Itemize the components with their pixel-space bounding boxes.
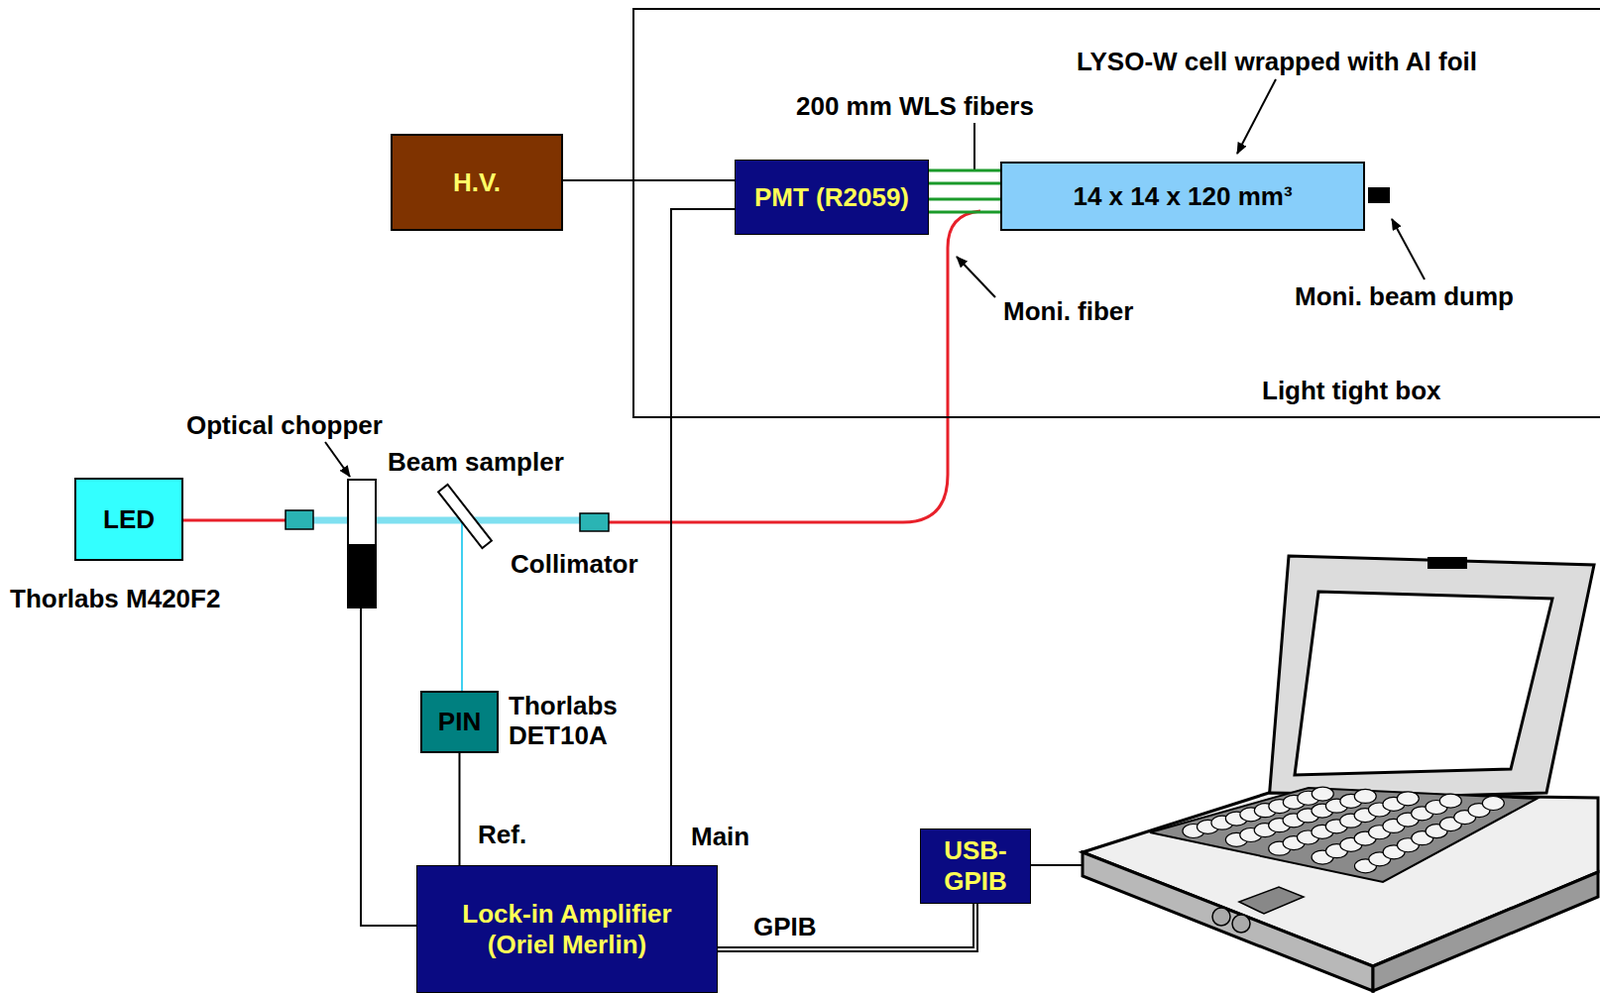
connector-stroke bbox=[717, 904, 976, 950]
part-label: 200 mm WLS fibers bbox=[796, 91, 1034, 121]
key bbox=[1439, 794, 1462, 808]
box-label: H.V. bbox=[453, 167, 501, 199]
leader-line bbox=[973, 122, 976, 170]
signal-wire bbox=[563, 180, 735, 182]
led-fiber bbox=[183, 519, 286, 523]
signal-label: Main bbox=[690, 821, 750, 852]
box-label: 14 x 14 x 120 mm³ bbox=[1072, 181, 1292, 213]
signal-label: GPIB bbox=[753, 912, 817, 942]
wls-fibers bbox=[928, 170, 1001, 213]
part-label: Thorlabs DET10A bbox=[508, 690, 648, 751]
led-source: LED bbox=[74, 477, 184, 562]
lock-in-amplifier: Lock-in Amplifier (Oriel Merlin) bbox=[416, 865, 718, 993]
optical-chopper bbox=[347, 479, 376, 608]
part-label: Beam sampler bbox=[387, 447, 565, 477]
key bbox=[1482, 797, 1504, 811]
part-label: Moni. beam dump bbox=[1294, 281, 1514, 312]
chopper-wire bbox=[360, 607, 417, 926]
box-label: USB-GPIB bbox=[934, 835, 1017, 898]
key bbox=[1354, 789, 1376, 803]
collimator bbox=[285, 510, 314, 530]
usb-gpib-adapter: USB-GPIB bbox=[919, 828, 1031, 905]
key bbox=[1311, 787, 1334, 801]
beam-sampler bbox=[438, 484, 492, 549]
connector-stroke bbox=[928, 170, 1001, 213]
part-label: Optical chopper bbox=[186, 410, 383, 441]
key bbox=[1396, 792, 1419, 806]
gpib-cable bbox=[717, 904, 976, 950]
leader-line bbox=[1237, 79, 1276, 154]
connector-stroke bbox=[717, 904, 976, 950]
part-label: Thorlabs M420F2 bbox=[9, 583, 221, 614]
part-label: LYSO-W cell wrapped with Al foil bbox=[1076, 46, 1478, 77]
chopper-blade bbox=[347, 544, 376, 608]
signal-wire bbox=[671, 209, 735, 866]
leader-line bbox=[1391, 219, 1425, 280]
box-label: Lock-in Amplifier (Oriel Merlin) bbox=[437, 899, 697, 961]
leader-line bbox=[956, 256, 996, 298]
connector-stroke bbox=[671, 209, 735, 866]
part-label: Collimator bbox=[510, 549, 639, 579]
box-label: PIN bbox=[438, 706, 481, 738]
collimator bbox=[579, 513, 609, 532]
box-label: PMT (R2059) bbox=[754, 182, 910, 214]
leader-line bbox=[325, 442, 350, 477]
usb-cable bbox=[1030, 864, 1083, 867]
connector-stroke bbox=[563, 179, 735, 182]
hv-supply: H.V. bbox=[390, 133, 564, 231]
part-label: Moni. fiber bbox=[1003, 296, 1134, 327]
beam-dump bbox=[1368, 187, 1390, 204]
box-title: Light tight box bbox=[1261, 375, 1442, 407]
signal-wire bbox=[458, 753, 460, 866]
pin-diode: PIN bbox=[420, 690, 499, 754]
pmt-box: PMT (R2059) bbox=[734, 159, 929, 235]
connector-stroke bbox=[458, 753, 461, 866]
box-label: LED bbox=[103, 504, 155, 536]
signal-label: Ref. bbox=[477, 819, 527, 850]
laptop bbox=[1082, 556, 1599, 992]
sampled-beam bbox=[460, 523, 463, 691]
crystal-cell: 14 x 14 x 120 mm³ bbox=[1000, 161, 1366, 231]
monitor-fiber bbox=[608, 211, 981, 523]
